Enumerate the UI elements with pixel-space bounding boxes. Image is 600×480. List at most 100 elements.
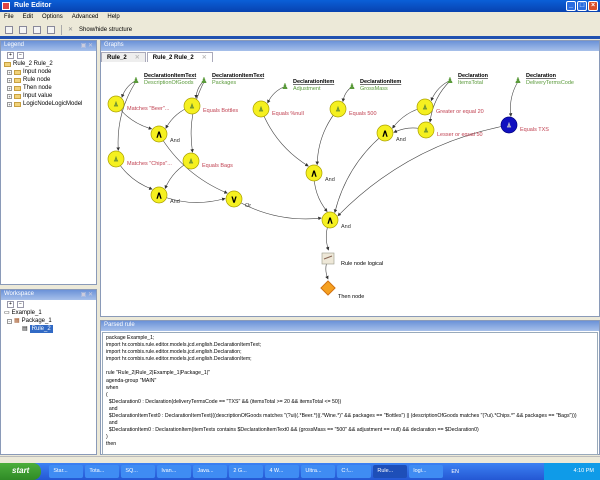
- code-line: and: [106, 405, 118, 412]
- condition-icon: ♟: [423, 127, 429, 135]
- minimize-button[interactable]: _: [566, 1, 576, 11]
- code-line: (: [106, 391, 108, 398]
- logic-node[interactable]: ∧And: [150, 186, 180, 205]
- taskbar-button[interactable]: Ivan...: [157, 465, 192, 478]
- logic-operator-icon: ∧: [155, 191, 162, 202]
- tree-label: Rule_2 Rule_2: [13, 61, 53, 67]
- start-button[interactable]: start: [0, 463, 42, 480]
- rule-node[interactable]: Rule node logical: [321, 252, 383, 267]
- taskbar-button[interactable]: SQ...: [121, 465, 156, 478]
- graph-edge: [190, 79, 206, 153]
- legend-item[interactable]: +Then node: [4, 84, 96, 92]
- legend-item[interactable]: +Input node: [4, 68, 96, 76]
- taskbar-button[interactable]: Rule...: [373, 465, 408, 478]
- panel-controls[interactable]: ▣ ✕: [80, 43, 93, 49]
- condition-icon: ♟: [113, 101, 119, 109]
- condition-node[interactable]: ♟Lesser or equal 50: [417, 121, 483, 139]
- close-button[interactable]: ×: [588, 1, 598, 11]
- taskbar-button[interactable]: Tota...: [85, 465, 120, 478]
- menu-file[interactable]: File: [4, 14, 14, 20]
- condition-node[interactable]: ♟Matches "Chips"...: [107, 150, 172, 168]
- logic-node[interactable]: ∧And: [321, 211, 351, 230]
- then-node-icon: [320, 280, 336, 296]
- then-node[interactable]: Then node: [320, 280, 364, 300]
- expand-all-icon[interactable]: +: [7, 301, 14, 308]
- expand-icon[interactable]: +: [7, 85, 12, 91]
- new-icon[interactable]: [5, 25, 13, 34]
- tree-package[interactable]: −▦Package_1: [4, 317, 96, 325]
- logic-node[interactable]: ∨Or: [225, 190, 251, 209]
- condition-node[interactable]: ♟Equals %null: [252, 100, 304, 118]
- code-line: [106, 363, 594, 370]
- menu-help[interactable]: Help: [107, 14, 120, 20]
- condition-node[interactable]: ♟Greater or equal 20: [416, 98, 484, 116]
- taskbar-button[interactable]: Java...: [193, 465, 228, 478]
- rule-graph[interactable]: ♟DeclarationItemTextDescriptionOfGoods♟D…: [101, 62, 599, 316]
- collapse-all-icon[interactable]: −: [17, 52, 24, 59]
- maximize-button[interactable]: □: [577, 1, 587, 11]
- language-indicator[interactable]: EN: [451, 468, 459, 475]
- taskbar-button[interactable]: logi...: [409, 465, 444, 478]
- condition-node[interactable]: ♟Equals TXS: [500, 116, 549, 134]
- collapse-all-icon[interactable]: −: [17, 301, 24, 308]
- taskbar-button[interactable]: 2 G...: [229, 465, 264, 478]
- tree-rule[interactable]: ▤Rule_2: [4, 325, 96, 333]
- input-field: DeliveryTermsCode: [526, 80, 574, 86]
- expand-icon[interactable]: +: [7, 77, 12, 83]
- tab-rule-2-rule-2[interactable]: Rule_2 Rule_2✕: [146, 52, 213, 62]
- condition-node[interactable]: ♟Equals Bottles: [183, 97, 238, 115]
- tree-root[interactable]: Rule_2 Rule_2: [4, 60, 96, 68]
- close-tab-icon[interactable]: ✕: [134, 55, 140, 61]
- close-tab-icon[interactable]: ✕: [201, 55, 207, 61]
- logic-node[interactable]: ∧And: [376, 124, 406, 143]
- logic-node[interactable]: ∧And: [150, 125, 180, 144]
- tree-example[interactable]: ▭Example_1: [4, 309, 96, 317]
- code-line: $DeclarationItem0 : DeclarationItem(item…: [106, 427, 479, 434]
- expand-icon[interactable]: +: [7, 93, 12, 99]
- open-icon[interactable]: [19, 25, 27, 34]
- taskbar-button[interactable]: 4 W...: [265, 465, 300, 478]
- parsed-rule-text[interactable]: package Example_1;import hr.combis.rule.…: [102, 332, 598, 455]
- condition-node[interactable]: ♟Equals Bags: [182, 152, 233, 170]
- graphs-panel: Graphs Rule_2✕ Rule_2 Rule_2✕ ♟Declarati…: [100, 40, 600, 317]
- menu-options[interactable]: Options: [42, 14, 63, 20]
- save-icon[interactable]: [33, 25, 41, 34]
- graph-edge: [158, 194, 226, 203]
- taskbar-button[interactable]: Star...: [49, 465, 84, 478]
- logic-label: And: [170, 138, 180, 144]
- project-icon: ▭: [4, 310, 10, 316]
- expand-icon[interactable]: +: [7, 69, 12, 75]
- legend-item[interactable]: +Rule node: [4, 76, 96, 84]
- graph-edge: [121, 79, 138, 98]
- person-icon: ♟: [514, 76, 521, 85]
- input-entity: DeclarationItemText: [212, 73, 264, 79]
- condition-node[interactable]: ♟Equals 500: [329, 100, 377, 118]
- logic-node[interactable]: ∧And: [305, 164, 335, 183]
- legend-item[interactable]: +LogicNodeLogicModel: [4, 100, 96, 108]
- taskbar-button[interactable]: C:\...: [337, 465, 372, 478]
- person-icon: ♟: [132, 76, 139, 85]
- structure-icon[interactable]: ✕: [68, 27, 74, 33]
- tab-rule-2[interactable]: Rule_2✕: [101, 52, 146, 62]
- expand-icon[interactable]: +: [7, 101, 12, 107]
- save-all-icon[interactable]: [47, 25, 55, 34]
- legend-item[interactable]: +Input value: [4, 92, 96, 100]
- taskbar-button[interactable]: Ultra...: [301, 465, 336, 478]
- panel-controls[interactable]: ▣ ✕: [80, 292, 93, 298]
- menu-edit[interactable]: Edit: [22, 14, 34, 20]
- condition-node[interactable]: ♟Matches "Beer"...: [107, 95, 170, 113]
- clock: 4:10 PM: [573, 468, 594, 474]
- collapse-icon[interactable]: −: [7, 318, 12, 324]
- expand-all-icon[interactable]: +: [7, 52, 14, 59]
- menu-advanced[interactable]: Advanced: [71, 14, 99, 20]
- graphs-title: Graphs: [104, 42, 124, 48]
- show-hide-structure-button[interactable]: Show/hide structure: [79, 26, 133, 33]
- code-line: then: [106, 441, 117, 448]
- condition-label: Equals TXS: [520, 127, 549, 133]
